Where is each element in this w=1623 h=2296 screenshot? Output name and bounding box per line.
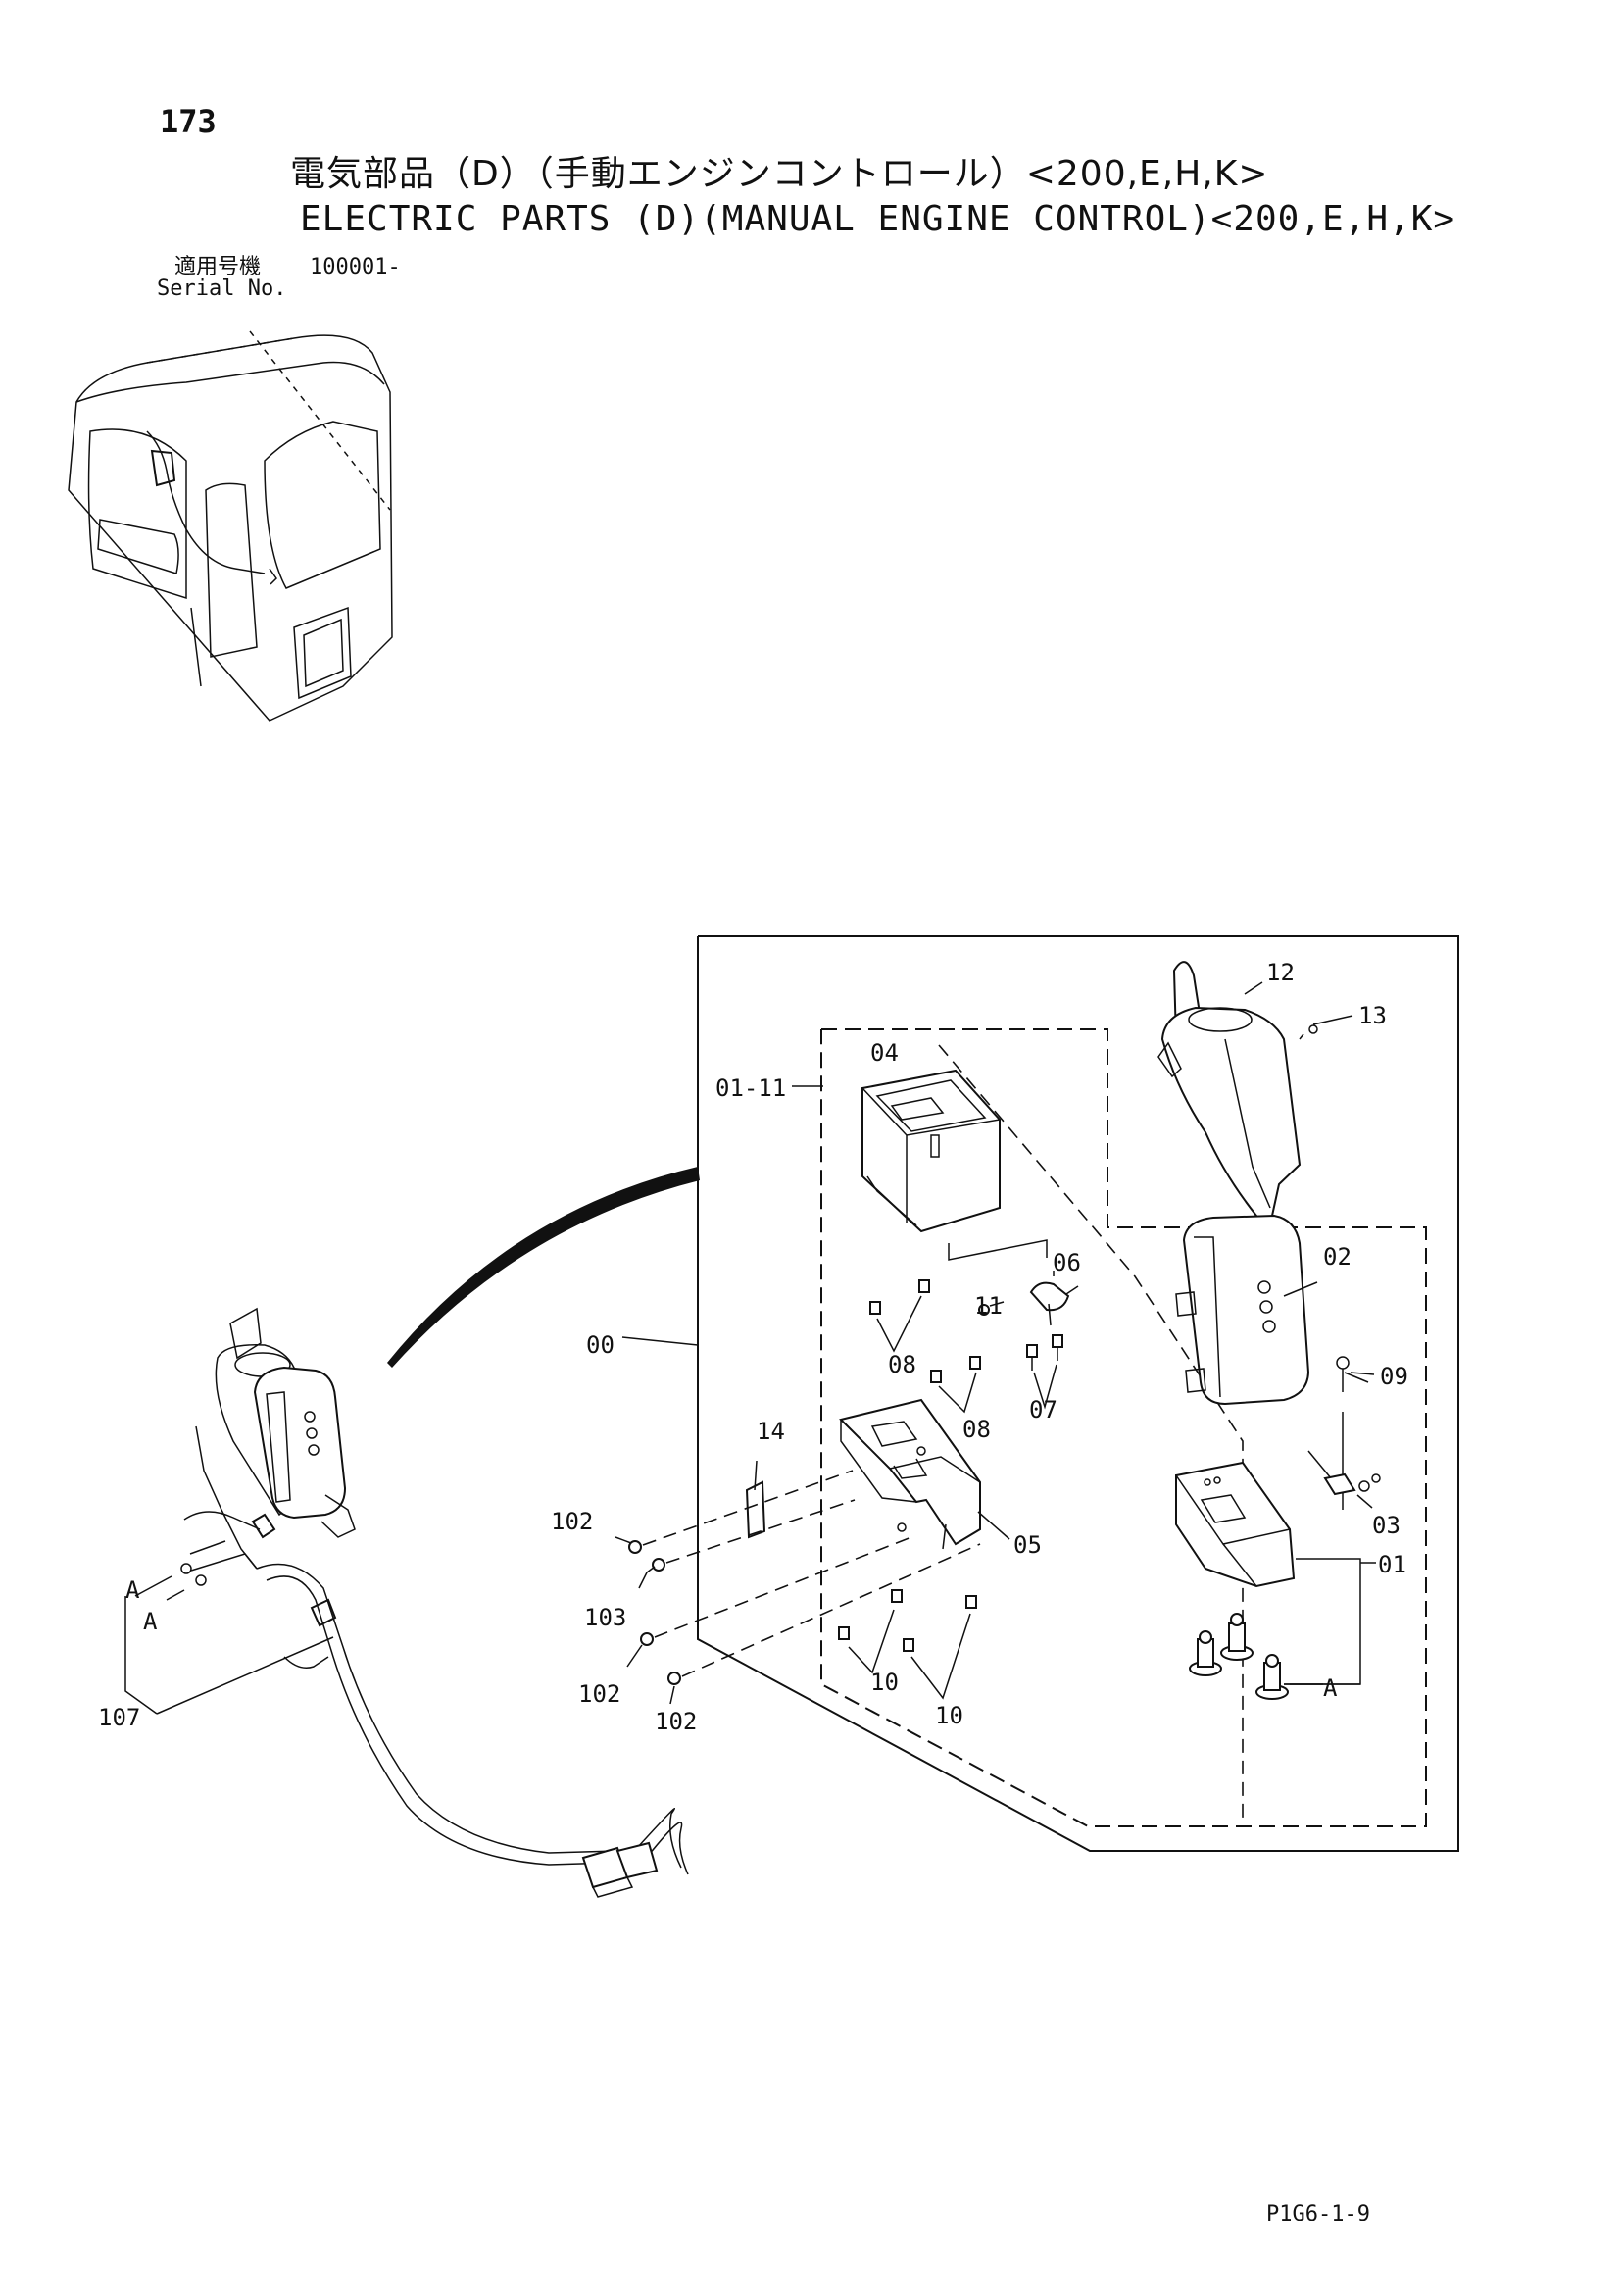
part-label-102b: 102 xyxy=(578,1680,620,1708)
part-label-08b: 08 xyxy=(962,1416,991,1443)
part-label-11: 11 xyxy=(974,1292,1003,1320)
part-label-102a: 102 xyxy=(551,1508,593,1535)
part-label-10a: 10 xyxy=(870,1669,899,1696)
part-label-07: 07 xyxy=(1029,1396,1057,1423)
part-label-01-11: 01-11 xyxy=(715,1074,786,1102)
part-label-00: 00 xyxy=(586,1331,615,1359)
part-label-04: 04 xyxy=(870,1039,899,1067)
harness-callouts: A A 107 xyxy=(98,1575,334,1731)
part-label-08a: 08 xyxy=(888,1351,916,1378)
part-03-bracket xyxy=(1323,1472,1381,1496)
part-label-13: 13 xyxy=(1358,1002,1387,1029)
screw-set-10 xyxy=(838,1589,977,1652)
page-title-english: ELECTRIC PARTS (D)(MANUAL ENGINE CONTROL… xyxy=(300,199,1456,239)
serial-label-japanese: 適用号機 xyxy=(174,255,262,279)
serial-number-value: 100001- xyxy=(310,255,401,279)
part-09-screw xyxy=(1336,1356,1375,1392)
serial-label-english: Serial No. xyxy=(157,276,287,301)
part-01-module xyxy=(1175,1461,1296,1588)
part-label-02: 02 xyxy=(1323,1243,1352,1271)
screws-102-103 xyxy=(628,1540,681,1685)
part-label-06: 06 xyxy=(1053,1249,1081,1276)
page-number: 173 xyxy=(160,103,217,140)
part-05-bracket xyxy=(839,1398,981,1550)
part-label-14: 14 xyxy=(757,1418,785,1445)
part-label-102c: 102 xyxy=(655,1708,697,1735)
part-label-10b: 10 xyxy=(935,1702,963,1729)
cab-overview-illustration xyxy=(68,330,393,722)
part-label-03: 03 xyxy=(1372,1512,1401,1539)
part-12-housing xyxy=(1157,961,1302,1238)
screw-set-08 xyxy=(869,1279,981,1383)
callout-arc xyxy=(387,1167,700,1368)
page-title-japanese: 電気部品（D）（手動エンジンコントロール）<200,E,H,K> xyxy=(290,154,1269,194)
ref-a-2: A xyxy=(143,1608,158,1635)
detail-frame xyxy=(697,935,1459,1852)
part-02-panel xyxy=(1175,1214,1310,1406)
control-box-assembly-illustration xyxy=(180,1307,689,1898)
screw-set-07 xyxy=(1026,1334,1063,1371)
part-label-107: 107 xyxy=(98,1704,140,1731)
part-label-103: 103 xyxy=(584,1604,626,1631)
ref-a-1: A xyxy=(125,1576,140,1604)
ref-a-3: A xyxy=(1323,1674,1338,1702)
part-label-05: 05 xyxy=(1013,1531,1042,1559)
part-label-01: 01 xyxy=(1378,1551,1406,1578)
part-06-switch xyxy=(1029,1281,1079,1326)
part-label-12: 12 xyxy=(1266,959,1295,986)
document-code: P1G6-1-9 xyxy=(1266,2202,1370,2226)
part-14-clamp xyxy=(745,1460,766,1539)
part-04-cover xyxy=(861,1069,1001,1233)
knob-set xyxy=(1189,1613,1289,1700)
part-label-09: 09 xyxy=(1380,1363,1408,1390)
